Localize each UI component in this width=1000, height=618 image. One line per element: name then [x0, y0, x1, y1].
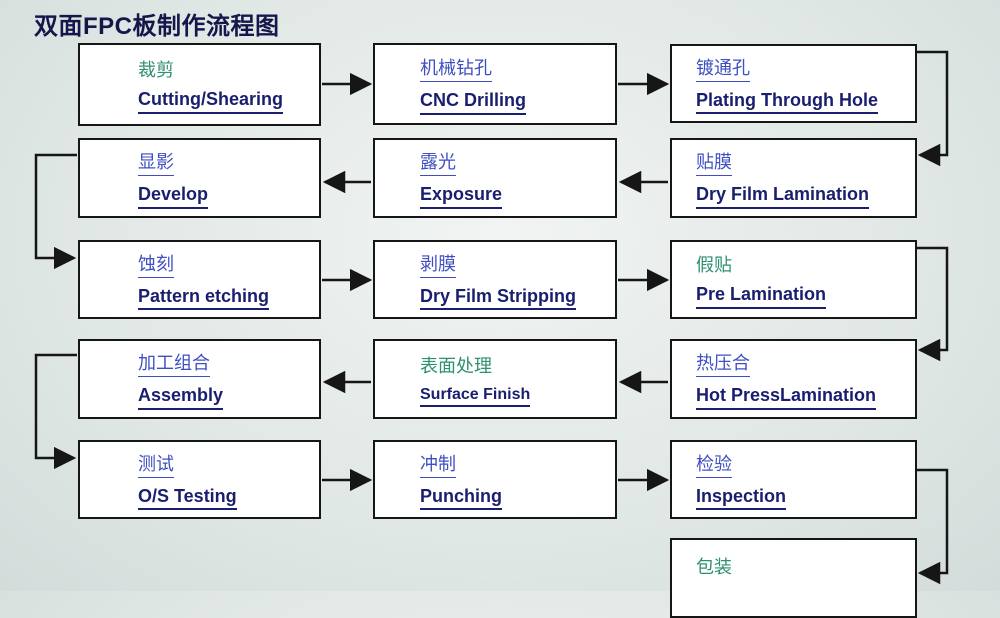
node-label-zh: 露光	[420, 152, 615, 176]
node-label-zh: 显影	[138, 152, 319, 176]
node-label-zh: 热压合	[696, 353, 915, 377]
node-label-en: Surface Finish	[420, 386, 615, 408]
node-label-en: Pre Lamination	[696, 284, 915, 309]
node-label-zh: 蚀刻	[138, 254, 319, 278]
connector-assembly-to-testing	[34, 353, 77, 470]
node-label-en: Develop	[138, 184, 319, 209]
flow-connectors	[34, 50, 949, 585]
flow-node-hot-press-lamination: 热压合 Hot PressLamination	[670, 339, 917, 419]
node-label-en: Plating Through Hole	[696, 90, 915, 115]
flow-node-surface-finish: 表面处理 Surface Finish	[373, 339, 617, 419]
flow-node-cnc-drilling: 机械钻孔 CNC Drilling	[373, 43, 617, 125]
node-label-en: Hot PressLamination	[696, 385, 915, 410]
flow-node-packing: 包装	[670, 538, 917, 618]
page-title: 双面FPC板制作流程图	[34, 13, 280, 40]
node-label-zh: 剥膜	[420, 254, 615, 278]
node-label-zh: 测试	[138, 454, 319, 478]
connector-inspection-to-packing	[917, 468, 949, 585]
node-label-en: Exposure	[420, 184, 615, 209]
flow-node-plating-through-hole: 镀通孔 Plating Through Hole	[670, 44, 917, 123]
flow-node-cutting: 裁剪 Cutting/Shearing	[78, 43, 321, 126]
flow-node-dry-film-stripping: 剥膜 Dry Film Stripping	[373, 240, 617, 319]
node-label-zh: 检验	[696, 454, 915, 478]
flow-node-punching: 冲制 Punching	[373, 440, 617, 519]
node-label-en: Dry Film Lamination	[696, 184, 915, 209]
node-label-zh: 假贴	[696, 255, 732, 276]
flow-node-develop: 显影 Develop	[78, 138, 321, 218]
node-label-en: Punching	[420, 486, 615, 511]
node-label-en: Assembly	[138, 385, 319, 410]
flow-node-pre-lamination: 假贴 Pre Lamination	[670, 240, 917, 319]
flow-node-pattern-etching: 蚀刻 Pattern etching	[78, 240, 321, 319]
node-label-en: O/S Testing	[138, 486, 319, 511]
node-label-zh: 镀通孔	[696, 58, 915, 82]
node-label-zh: 冲制	[420, 454, 615, 478]
node-label-zh: 机械钻孔	[420, 58, 615, 82]
node-label-zh: 包装	[696, 557, 732, 577]
node-label-en: Inspection	[696, 486, 915, 511]
node-label-en: CNC Drilling	[420, 90, 615, 115]
node-label-zh: 裁剪	[138, 60, 174, 81]
connector-develop-to-etching	[34, 153, 77, 270]
node-label-zh: 贴膜	[696, 152, 915, 176]
flow-node-os-testing: 测试 O/S Testing	[78, 440, 321, 519]
node-label-en: Pattern etching	[138, 286, 319, 311]
flow-node-assembly: 加工组合 Assembly	[78, 339, 321, 419]
flow-node-inspection: 检验 Inspection	[670, 440, 917, 519]
flow-node-dry-film-lamination: 贴膜 Dry Film Lamination	[670, 138, 917, 218]
node-label-en: Dry Film Stripping	[420, 286, 615, 311]
node-label-en: Cutting/Shearing	[138, 89, 319, 114]
connector-prelam-to-hotpress	[917, 246, 949, 362]
flow-node-exposure: 露光 Exposure	[373, 138, 617, 218]
connector-plating-to-lamination	[917, 50, 949, 167]
node-label-zh: 加工组合	[138, 353, 319, 377]
node-label-zh: 表面处理	[420, 355, 492, 376]
